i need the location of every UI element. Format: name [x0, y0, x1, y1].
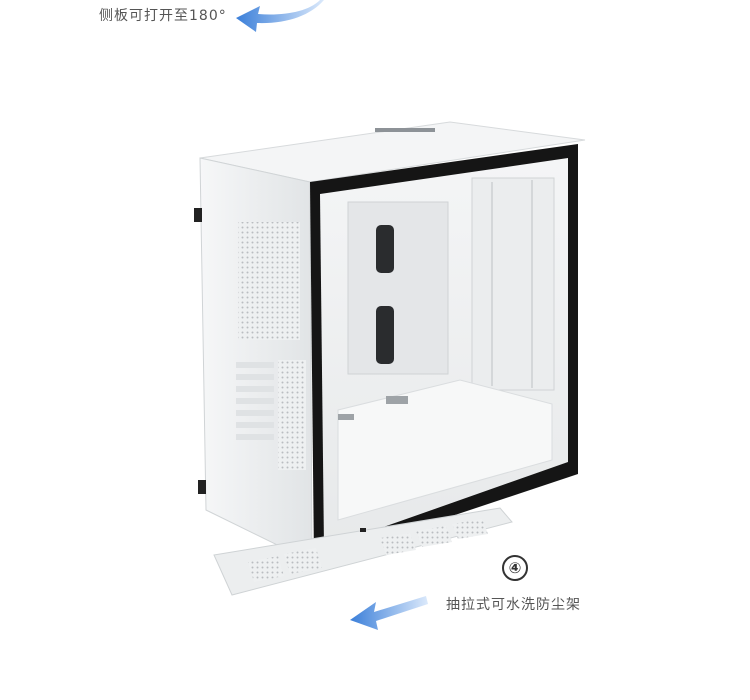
feet-marker: [360, 528, 366, 532]
front-mesh-upper: [238, 222, 300, 340]
pc-case-illustration: [194, 121, 586, 596]
front-fan-mount: [471, 177, 555, 391]
front-io-ports: [375, 128, 435, 132]
hinge-top: [194, 208, 202, 222]
front-mesh-lower: [278, 360, 306, 470]
motherboard-tray: [347, 201, 449, 375]
cable-grommet-1: [376, 225, 394, 273]
hinge-bottom: [198, 480, 206, 494]
expansion-slots: [236, 362, 274, 440]
dust-filter-caption: 抽拉式可水洗防尘架: [446, 597, 581, 613]
cable-grommet-2: [376, 306, 394, 364]
curved-arrow-left-icon: [236, 0, 324, 32]
filter-mesh-cells: [248, 519, 488, 582]
psu-shroud: [337, 379, 553, 521]
step-number-badge: ④: [502, 555, 528, 581]
side-panel-caption: 侧板可打开至180°: [99, 8, 227, 24]
arrow-left-icon: [350, 596, 428, 630]
